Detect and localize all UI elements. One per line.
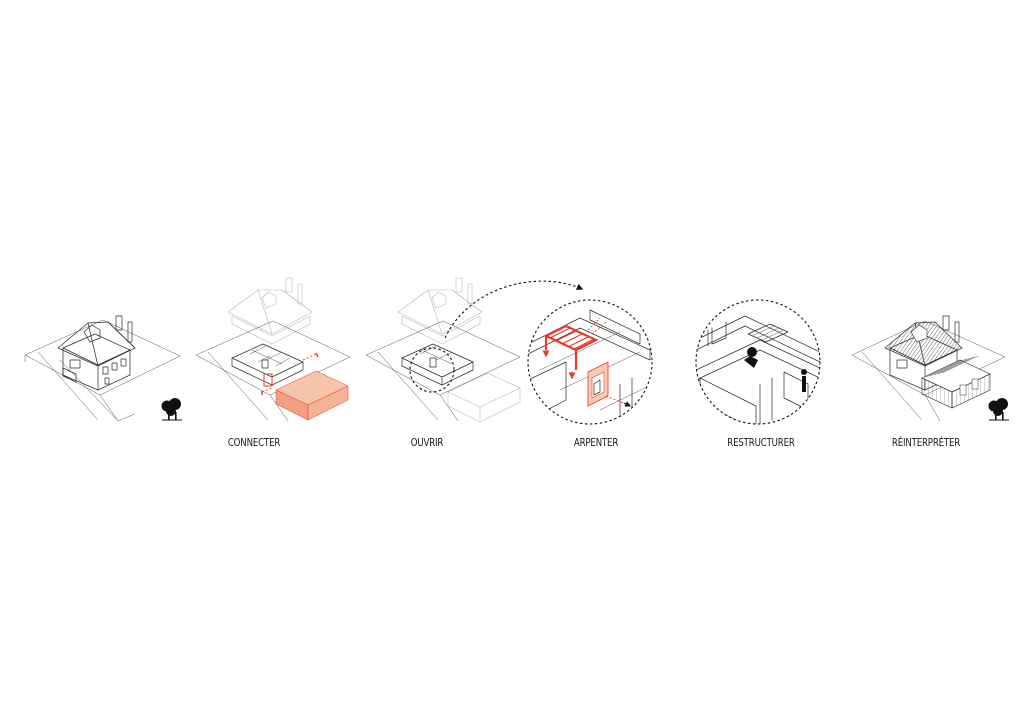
stage-2-connecter [195, 277, 351, 422]
label-restructurer: RESTRUCTURER [727, 437, 795, 449]
label-ouvrir: OUVRIR [410, 437, 444, 449]
label-connecter: CONNECTER [227, 437, 281, 449]
label-reinterpreter: RÉINTERPRÉTER [891, 437, 961, 449]
stage-6-reinterpreter [851, 315, 1006, 422]
stage-5-restructurer [695, 299, 821, 425]
dashed-arrow-icon [444, 280, 584, 339]
stage-3-ouvrir [365, 277, 521, 423]
stage-1-house [24, 315, 181, 422]
stage-1-tree-icon [161, 398, 182, 421]
stage-6-tree-icon [988, 398, 1009, 421]
label-arpenter: ARPENTER [573, 437, 619, 449]
stage-4-arpenter [527, 299, 653, 425]
